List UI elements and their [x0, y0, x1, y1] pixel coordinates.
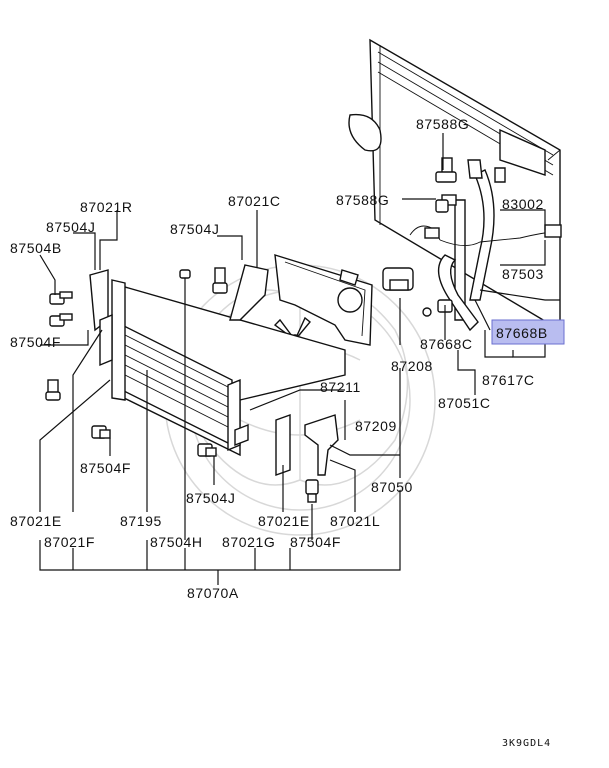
- label-87050[interactable]: 87050: [371, 479, 413, 495]
- label-83002[interactable]: 83002: [502, 196, 544, 212]
- label-87504h[interactable]: 87504H: [150, 534, 203, 550]
- label-87503[interactable]: 87503: [502, 266, 544, 282]
- diagram-code: 3K9GDL4: [502, 738, 551, 749]
- condenser-core: [111, 279, 346, 457]
- bolt-87504f-low: [305, 479, 319, 503]
- bracket-87021e-mid: [275, 414, 291, 476]
- bracket-87021l: [304, 414, 339, 476]
- bolt-87504f-left: [49, 313, 73, 327]
- bolt-87504j-mid: [212, 267, 228, 294]
- bolt-87504b: [49, 291, 73, 305]
- label-87070a[interactable]: 87070A: [187, 585, 239, 601]
- label-87195[interactable]: 87195: [120, 513, 162, 529]
- label-87021l[interactable]: 87021L: [330, 513, 380, 529]
- label-87504f-low[interactable]: 87504F: [290, 534, 341, 550]
- label-87021e-left[interactable]: 87021E: [10, 513, 62, 529]
- label-87504b[interactable]: 87504B: [10, 240, 62, 256]
- bolt-87588g-top: [435, 157, 457, 183]
- leader-lines: [39, 133, 560, 585]
- bolt-87504f-low-left: [45, 379, 61, 401]
- label-87209[interactable]: 87209: [355, 418, 397, 434]
- label-87211[interactable]: 87211: [320, 379, 361, 395]
- label-87208[interactable]: 87208: [391, 358, 433, 374]
- bracket-87021e-left: [99, 313, 113, 367]
- label-87504j-low[interactable]: 87504J: [186, 490, 236, 506]
- fan-shroud: [274, 254, 373, 346]
- label-87021c[interactable]: 87021C: [228, 193, 281, 209]
- label-87504f-mid[interactable]: 87504F: [80, 460, 131, 476]
- label-87021e-mid[interactable]: 87021E: [258, 513, 310, 529]
- highlight-87668b: [491, 319, 565, 345]
- label-87504j-left[interactable]: 87504J: [46, 219, 96, 235]
- bracket-87021c: [229, 264, 269, 321]
- label-87021g[interactable]: 87021G: [222, 534, 275, 550]
- label-87021r[interactable]: 87021R: [80, 199, 133, 215]
- radiator-panel: [348, 38, 561, 332]
- label-87588g-mid[interactable]: 87588G: [336, 192, 389, 208]
- bolt-87588g-mid: [435, 194, 457, 213]
- label-87617c[interactable]: 87617C: [482, 372, 535, 388]
- label-87668b[interactable]: 87668B: [496, 325, 548, 341]
- label-87588g-top[interactable]: 87588G: [416, 116, 469, 132]
- label-87021f[interactable]: 87021F: [44, 534, 95, 550]
- bolt-87504f-mid: [91, 425, 111, 439]
- bolt-87504j-low: [197, 443, 217, 457]
- ac-pipes: [409, 159, 562, 332]
- label-87051c[interactable]: 87051C: [438, 395, 491, 411]
- label-87504j-mid[interactable]: 87504J: [170, 221, 220, 237]
- label-87504f-left[interactable]: 87504F: [10, 334, 61, 350]
- label-87668c[interactable]: 87668C: [420, 336, 473, 352]
- bolt-87504h: [179, 269, 191, 540]
